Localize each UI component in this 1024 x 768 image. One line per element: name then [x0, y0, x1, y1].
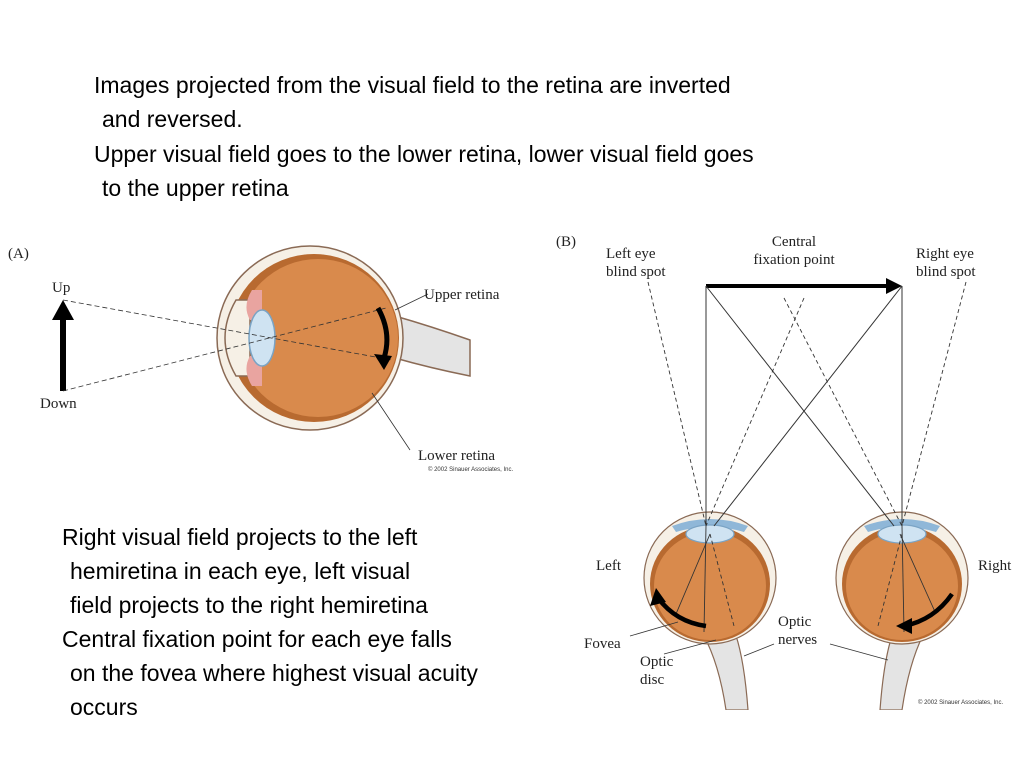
left-retinal-image-arrow-head: [650, 588, 666, 606]
fovea-label: Fovea: [584, 636, 621, 652]
fixation-arrow-head: [886, 278, 902, 294]
top-bullet-1: Images projected from the visual field t…: [94, 68, 731, 136]
optic-nerves-line1: Optic: [778, 614, 812, 630]
bottom-bullet-1-line1: Right visual field projects to the left: [62, 524, 418, 550]
top-bullet-1-line2: and reversed.: [102, 106, 243, 132]
left-eye-label: Left: [596, 558, 622, 574]
right-blind-spot-line2: blind spot: [916, 264, 976, 280]
figure-b-binocular-diagram: (B) Left eye blind spot Central fixation…: [556, 234, 1012, 710]
left-eyeball-vitreous: [654, 532, 766, 640]
central-fixation-line2: fixation point: [753, 252, 835, 268]
central-fixation-line1: Central: [772, 234, 816, 250]
visual-field-rays: [705, 285, 903, 527]
right-blind-spot-line1: Right eye: [916, 246, 974, 262]
down-label: Down: [40, 396, 77, 412]
figure-b-copyright: © 2002 Sinauer Associates, Inc.: [918, 699, 1003, 706]
optic-disc-leader: [663, 639, 717, 655]
optic-nerves-line2: nerves: [778, 632, 817, 648]
bottom-bullet-1: Right visual field projects to the left …: [62, 520, 428, 622]
up-label: Up: [52, 280, 70, 296]
lower-retina-leader: [371, 392, 411, 451]
top-bullet-2-line2: to the upper retina: [102, 175, 289, 201]
top-bullet-1-line1: Images projected from the visual field t…: [94, 72, 731, 98]
right-retinal-image-arrow-head: [896, 618, 912, 634]
bottom-bullet-2: Central fixation point for each eye fall…: [62, 622, 478, 724]
intraocular-rays: [675, 525, 937, 633]
bottom-bullet-2-line3: occurs: [70, 694, 138, 720]
left-optic-nerve: [696, 625, 749, 710]
retinal-image-arrow: [375, 306, 390, 359]
object-arrow-head: [52, 300, 74, 320]
upper-retina-leader: [394, 293, 429, 311]
right-eye-label: Right: [978, 558, 1012, 574]
bottom-bullet-1-line2: hemiretina in each eye, left visual: [70, 558, 411, 584]
optic-nerves-leader-left: [743, 643, 775, 657]
eyeball-vitreous: [238, 259, 398, 417]
left-blind-spot-line2: blind spot: [606, 264, 666, 280]
optic-disc-line1: Optic: [640, 654, 674, 670]
figure-a-panel-label: (A): [8, 246, 29, 262]
retinal-image-arrow-head: [374, 354, 392, 370]
optic-disc-line2: disc: [640, 672, 665, 688]
bottom-bullet-1-line3: field projects to the right hemiretina: [70, 592, 428, 618]
optic-nerve: [394, 315, 471, 377]
top-bullet-2: Upper visual field goes to the lower ret…: [94, 137, 754, 205]
upper-retina-label: Upper retina: [424, 287, 500, 303]
top-bullet-2-line1: Upper visual field goes to the lower ret…: [94, 141, 754, 167]
figure-a-eye-diagram: (A) Up Down Upper retina Lower retina © …: [8, 245, 513, 473]
blind-spot-rays: [647, 281, 967, 527]
figure-a-copyright: © 2002 Sinauer Associates, Inc.: [428, 466, 513, 473]
bottom-bullet-2-line1: Central fixation point for each eye fall…: [62, 626, 452, 652]
fovea-leader: [629, 621, 679, 637]
figure-b-panel-label: (B): [556, 234, 576, 250]
lower-retina-label: Lower retina: [418, 448, 495, 464]
left-blind-spot-line1: Left eye: [606, 246, 656, 262]
optic-nerves-leader-right: [829, 643, 889, 661]
bottom-bullet-2-line2: on the fovea where highest visual acuity: [70, 660, 478, 686]
lens: [248, 309, 276, 367]
intraocular-dashed-rays: [709, 533, 903, 627]
